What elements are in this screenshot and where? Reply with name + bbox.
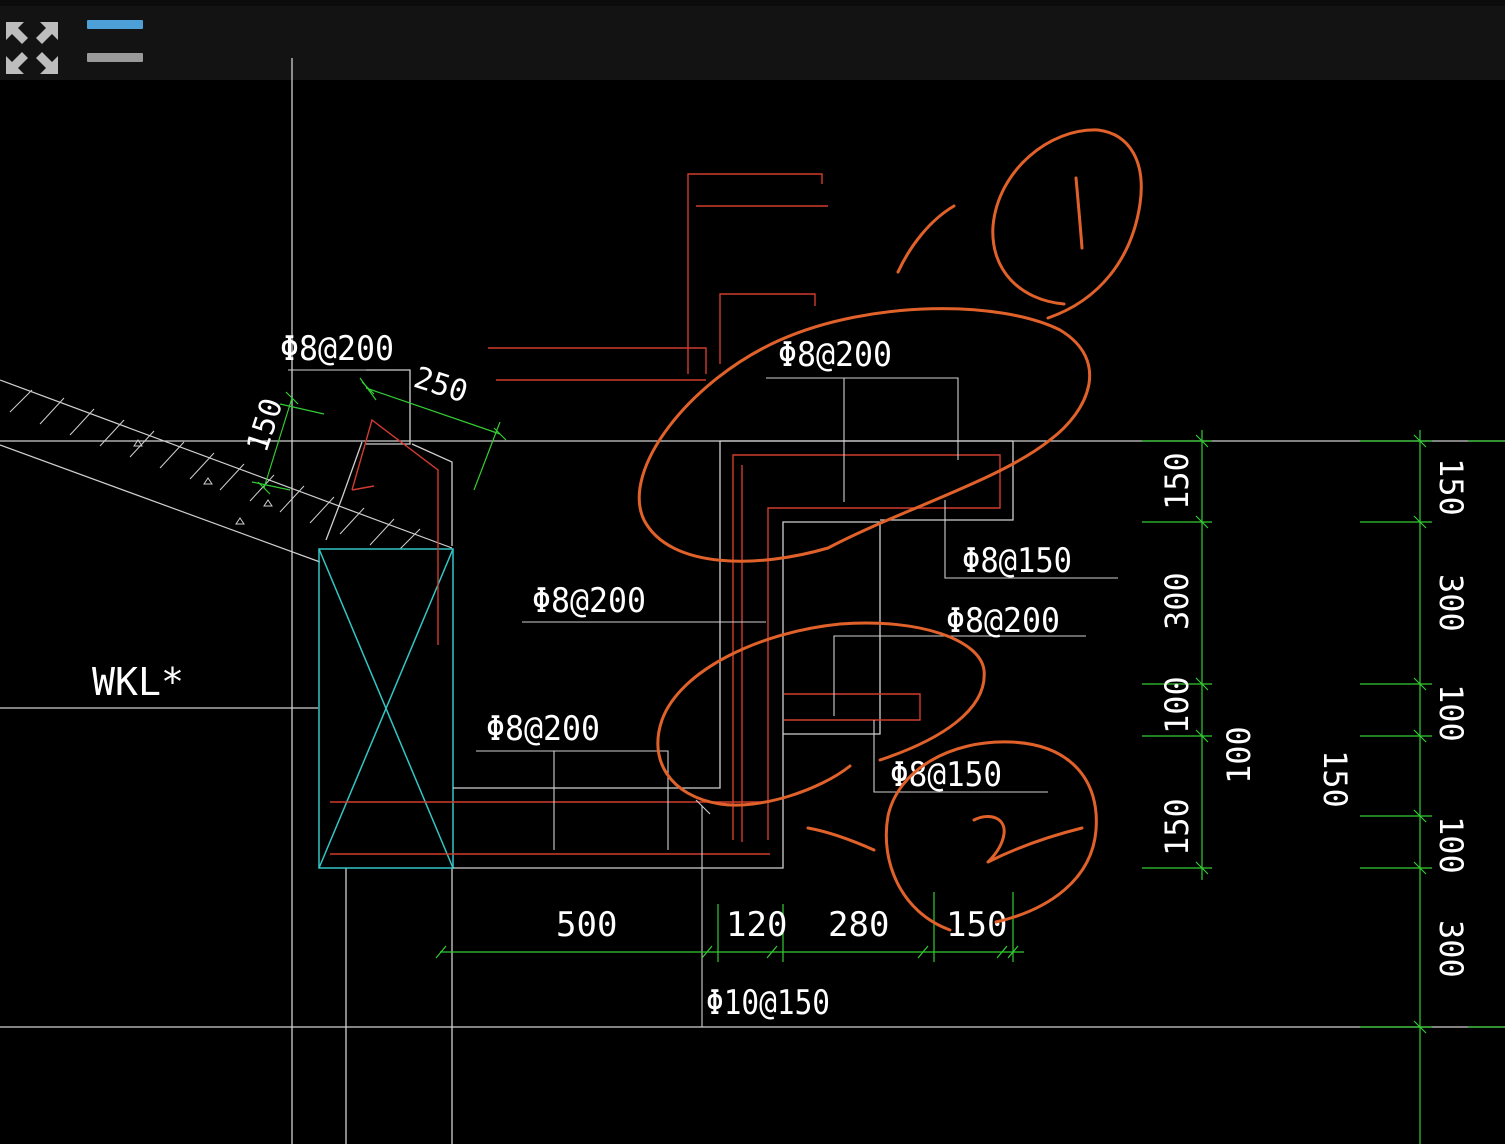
dim-bottom-120: 120 bbox=[726, 905, 787, 945]
beam-label: WKL* bbox=[92, 660, 184, 704]
dim-right-150-b: 150 bbox=[1158, 798, 1196, 856]
dim-far-right-300: 300 bbox=[1432, 574, 1470, 632]
markup-stroke-top bbox=[896, 204, 956, 274]
dim-right-300: 300 bbox=[1158, 572, 1196, 630]
dim-far-right-300-b: 300 bbox=[1432, 920, 1470, 978]
dim-right-mid-150: 150 bbox=[1316, 750, 1354, 808]
dim-far-right-150: 150 bbox=[1432, 458, 1470, 516]
rebar-lines bbox=[330, 173, 1001, 855]
dimension-lines bbox=[251, 377, 1505, 1144]
rebar-label-right-2: Φ8@200 bbox=[946, 601, 1060, 641]
drawing-labels: WKL* Φ8@200 Φ8@200 Φ8@150 Φ8@200 Φ8@200 … bbox=[92, 329, 1470, 1023]
markup-circle-1 bbox=[991, 128, 1143, 320]
markup-number-1 bbox=[1074, 176, 1084, 250]
dim-bottom-150: 150 bbox=[946, 905, 1007, 945]
dim-slab-150: 150 bbox=[240, 394, 290, 456]
expand-arrows-icon[interactable] bbox=[4, 20, 60, 76]
rebar-label-bottom: Φ10@150 bbox=[706, 983, 830, 1023]
rebar-label-bottom-left: Φ8@200 bbox=[486, 709, 600, 749]
rebar-label-right-3: Φ8@150 bbox=[890, 755, 1002, 795]
markup-circle-2 bbox=[884, 740, 1098, 932]
markup-dash bbox=[806, 826, 876, 852]
menu-bar-top bbox=[87, 20, 143, 29]
rebar-label-left-top: Φ8@200 bbox=[280, 329, 394, 369]
markup-number-2 bbox=[972, 815, 1084, 864]
hamburger-menu-icon[interactable] bbox=[84, 20, 148, 76]
dim-right-inner-100: 100 bbox=[1220, 726, 1258, 784]
beam-outline bbox=[325, 369, 1014, 869]
rebar-label-center-top: Φ8@200 bbox=[778, 335, 892, 375]
column-section bbox=[318, 548, 454, 869]
rebar-label-mid-left: Φ8@200 bbox=[532, 581, 646, 621]
top-toolbar bbox=[0, 0, 1505, 80]
dim-right-150-a: 150 bbox=[1158, 452, 1196, 510]
markup-annotations bbox=[637, 128, 1143, 932]
dim-far-right-100-a: 100 bbox=[1432, 684, 1470, 742]
markup-ellipse-middle bbox=[656, 621, 986, 807]
rebar-label-right-1: Φ8@150 bbox=[962, 541, 1072, 581]
menu-bar-bottom bbox=[87, 53, 143, 62]
dim-slab-250: 250 bbox=[410, 360, 472, 410]
leader-lines bbox=[288, 369, 1118, 1028]
sloped-slab bbox=[0, 379, 453, 563]
dim-right-100: 100 bbox=[1158, 676, 1196, 734]
grid-lines bbox=[0, 58, 1505, 1144]
dim-bottom-500: 500 bbox=[556, 905, 617, 945]
dim-far-right-100-b: 100 bbox=[1432, 816, 1470, 874]
dim-bottom-280: 280 bbox=[828, 905, 889, 945]
markup-ellipse-top bbox=[637, 307, 1091, 563]
